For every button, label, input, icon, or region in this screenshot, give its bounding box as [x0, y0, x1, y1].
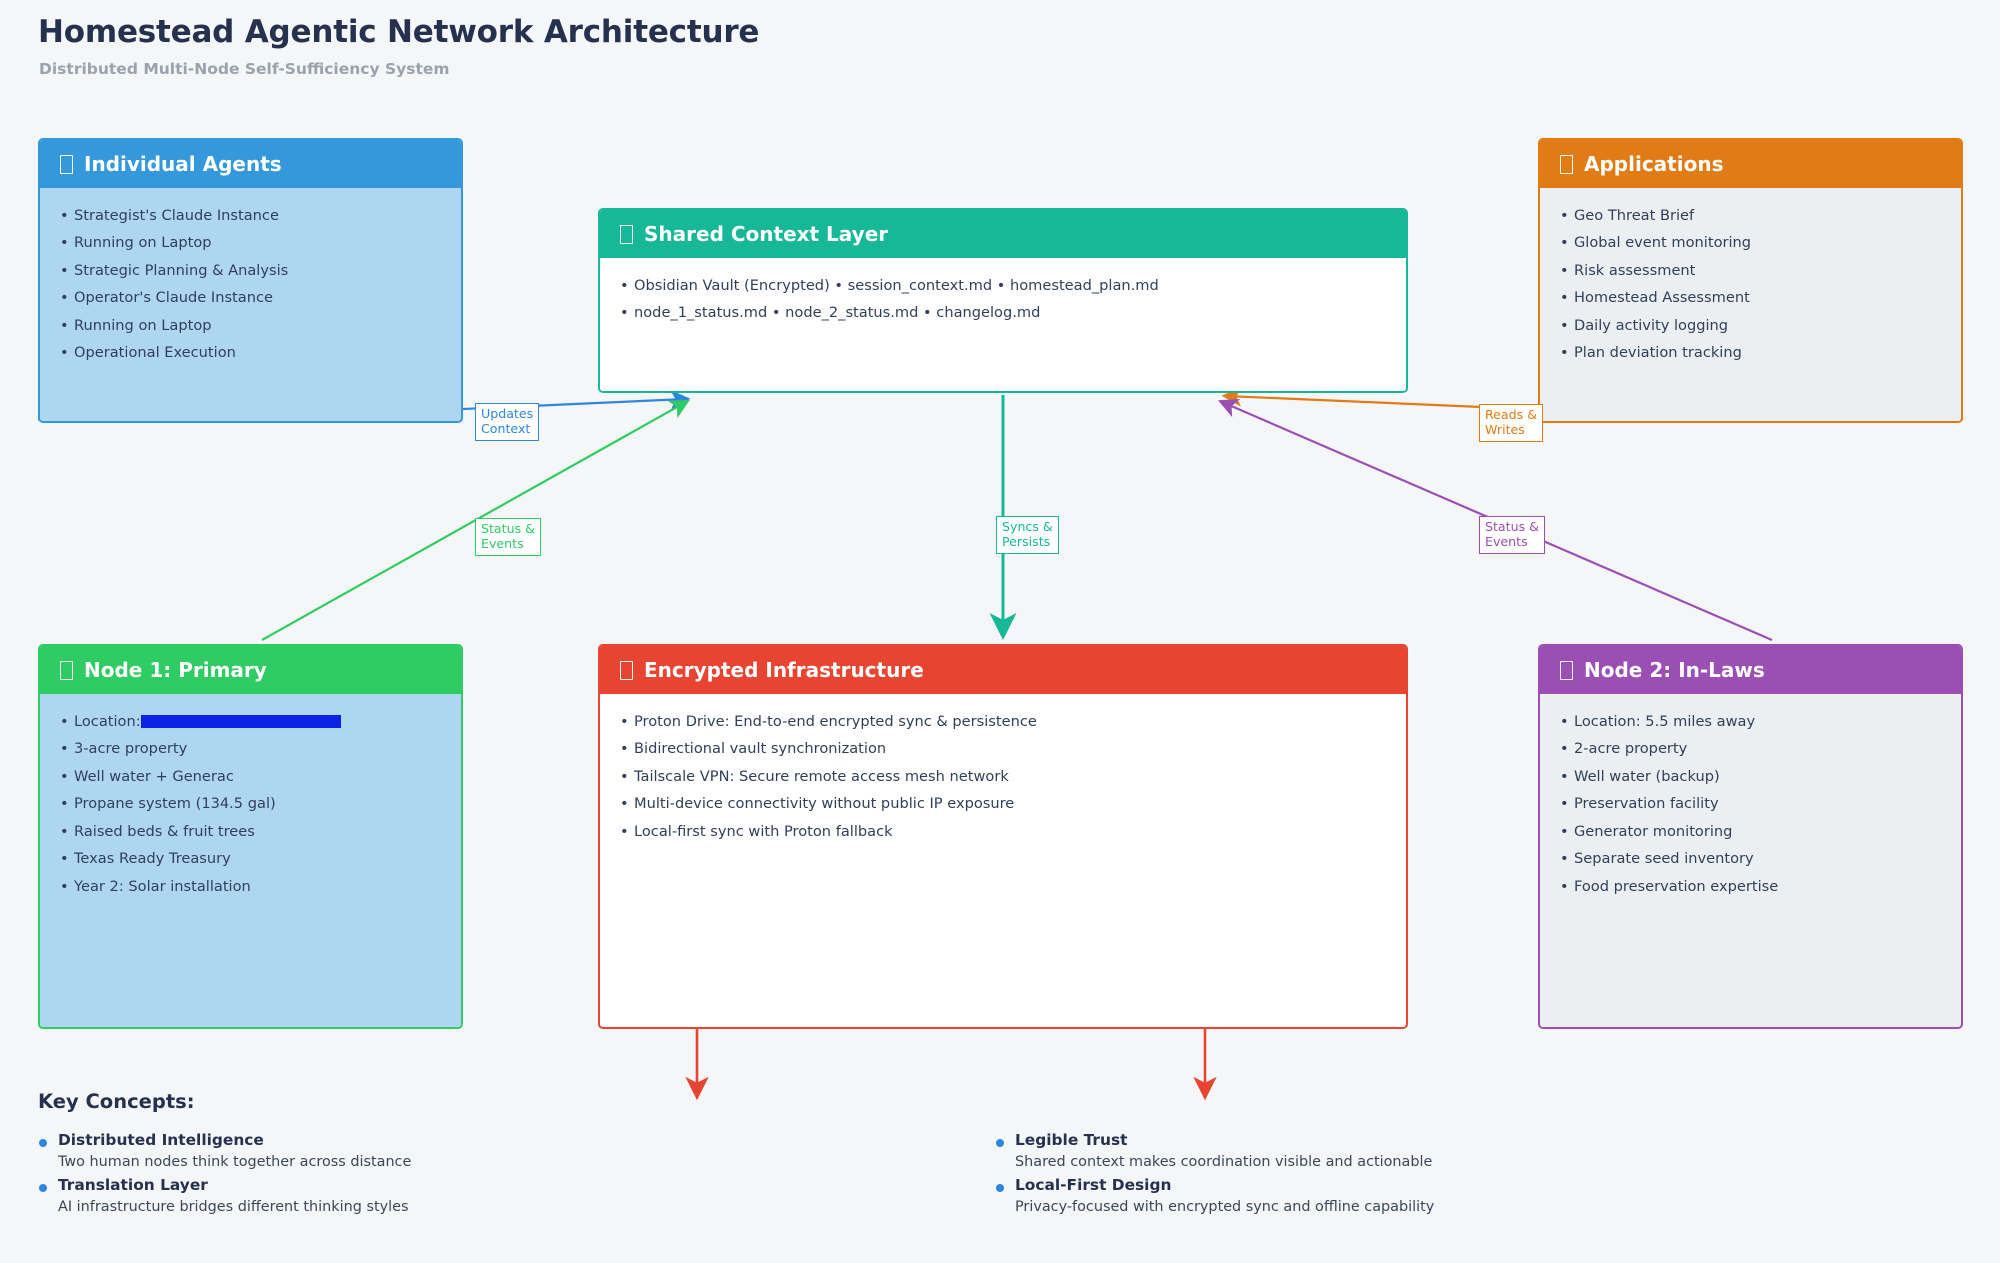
key-concept-item: Distributed Intelligence Two human nodes…	[38, 1130, 638, 1172]
key-concepts-title: Key Concepts:	[38, 1090, 195, 1113]
list-item: Tailscale VPN: Secure remote access mesh…	[620, 763, 1386, 791]
list-item: 3-acre property	[60, 736, 441, 764]
box-individual-agents-body: Strategist's Claude Instance Running on …	[40, 188, 461, 421]
box-encrypted-infrastructure[interactable]: Encrypted Infrastructure Proton Drive: E…	[598, 644, 1408, 1029]
list-item: node_1_status.md • node_2_status.md • ch…	[620, 300, 1386, 328]
box-encrypted-infrastructure-header: Encrypted Infrastructure	[600, 646, 1406, 694]
page-subtitle: Distributed Multi-Node Self-Sufficiency …	[39, 60, 450, 78]
list-item: Propane system (134.5 gal)	[60, 791, 441, 819]
edge-label-node1-status-events: Status & Events	[475, 518, 541, 557]
box-shared-context-layer[interactable]: Shared Context Layer Obsidian Vault (Enc…	[598, 208, 1408, 393]
box-node-1-primary-body: Location: 3-acre property Well water + G…	[40, 694, 461, 1027]
box-shared-context-layer-body: Obsidian Vault (Encrypted) • session_con…	[600, 258, 1406, 391]
key-concept-item: Legible Trust Shared context makes coord…	[995, 1130, 1595, 1172]
key-concepts-column-right: Legible Trust Shared context makes coord…	[995, 1130, 1595, 1221]
list-item: Year 2: Solar installation	[60, 874, 441, 902]
box-applications-title: Applications	[1584, 152, 1724, 176]
edge-node1-to-context	[261, 399, 690, 641]
list-item: Obsidian Vault (Encrypted) • session_con…	[620, 272, 1386, 300]
list-item: Food preservation expertise	[1560, 874, 1941, 902]
list-item: Preservation facility	[1560, 791, 1941, 819]
edge-label-syncs-persists: Syncs & Persists	[996, 516, 1059, 555]
missing-glyph-icon	[60, 660, 73, 680]
box-shared-context-layer-title: Shared Context Layer	[644, 222, 889, 246]
key-concept-desc: Privacy-focused with encrypted sync and …	[1015, 1199, 1435, 1216]
list-item: Generator monitoring	[1560, 818, 1941, 846]
list-item: Multi-device connectivity without public…	[620, 791, 1386, 819]
list-item: Well water + Generac	[60, 763, 441, 791]
key-concepts-column-left: Distributed Intelligence Two human nodes…	[38, 1130, 638, 1221]
box-node-2-in-laws-body: Location: 5.5 miles away 2-acre property…	[1540, 694, 1961, 1027]
list-item-location: Location:	[60, 708, 441, 736]
list-item: Strategist's Claude Instance	[60, 202, 441, 230]
page-title: Homestead Agentic Network Architecture	[38, 14, 760, 50]
list-item: Operator's Claude Instance	[60, 285, 441, 313]
box-node-1-primary-header: Node 1: Primary	[40, 646, 461, 694]
edge-label-reads-writes: Reads & Writes	[1479, 404, 1544, 443]
key-concept-name: Legible Trust	[995, 1130, 1595, 1152]
edge-label-updates-context: Updates Context	[475, 403, 540, 442]
list-item: Daily activity logging	[1560, 312, 1941, 340]
list-item: Global event monitoring	[1560, 230, 1941, 258]
key-concept-desc: Shared context makes coordination visibl…	[1015, 1153, 1433, 1170]
box-individual-agents-title: Individual Agents	[84, 152, 282, 176]
list-item: Raised beds & fruit trees	[60, 818, 441, 846]
missing-glyph-icon	[1560, 154, 1573, 174]
list-item: Homestead Assessment	[1560, 285, 1941, 313]
list-item: Local-first sync with Proton fallback	[620, 818, 1386, 846]
box-shared-context-layer-header: Shared Context Layer	[600, 210, 1406, 258]
box-applications[interactable]: Applications Geo Threat Brief Global eve…	[1538, 138, 1963, 423]
key-concept-name: Translation Layer	[38, 1175, 638, 1197]
list-item: 2-acre property	[1560, 736, 1941, 764]
list-item: Operational Execution	[60, 340, 441, 368]
key-concept-name: Distributed Intelligence	[38, 1130, 638, 1152]
key-concept-name: Local-First Design	[995, 1175, 1595, 1197]
box-individual-agents[interactable]: Individual Agents Strategist's Claude In…	[38, 138, 463, 423]
list-item: Proton Drive: End-to-end encrypted sync …	[620, 708, 1386, 736]
list-item: Texas Ready Treasury	[60, 846, 441, 874]
box-node-2-in-laws[interactable]: Node 2: In-Laws Location: 5.5 miles away…	[1538, 644, 1963, 1029]
list-item: Risk assessment	[1560, 257, 1941, 285]
key-concept-desc: AI infrastructure bridges different thin…	[58, 1199, 409, 1216]
missing-glyph-icon	[60, 154, 73, 174]
edge-label-node2-status-events: Status & Events	[1479, 516, 1545, 555]
box-individual-agents-header: Individual Agents	[40, 140, 461, 188]
list-item: Strategic Planning & Analysis	[60, 257, 441, 285]
location-label: Location:	[74, 712, 141, 730]
list-item: Running on Laptop	[60, 312, 441, 340]
box-node-1-primary-title: Node 1: Primary	[84, 658, 267, 682]
list-item: Well water (backup)	[1560, 763, 1941, 791]
list-item: Location: 5.5 miles away	[1560, 708, 1941, 736]
box-applications-body: Geo Threat Brief Global event monitoring…	[1540, 188, 1961, 421]
list-item: Separate seed inventory	[1560, 846, 1941, 874]
missing-glyph-icon	[620, 224, 633, 244]
redacted-location-bar	[140, 714, 341, 728]
list-item: Geo Threat Brief	[1560, 202, 1941, 230]
box-encrypted-infrastructure-title: Encrypted Infrastructure	[644, 658, 924, 682]
box-node-1-primary[interactable]: Node 1: Primary Location: 3-acre propert…	[38, 644, 463, 1029]
key-concept-item: Local-First Design Privacy-focused with …	[995, 1175, 1595, 1217]
missing-glyph-icon	[620, 660, 633, 680]
key-concept-item: Translation Layer AI infrastructure brid…	[38, 1175, 638, 1217]
list-item: Bidirectional vault synchronization	[620, 736, 1386, 764]
box-node-2-in-laws-title: Node 2: In-Laws	[1584, 658, 1765, 682]
list-item: Running on Laptop	[60, 230, 441, 258]
list-item: Plan deviation tracking	[1560, 340, 1941, 368]
box-encrypted-infrastructure-body: Proton Drive: End-to-end encrypted sync …	[600, 694, 1406, 1027]
box-applications-header: Applications	[1540, 140, 1961, 188]
missing-glyph-icon	[1560, 660, 1573, 680]
box-node-2-in-laws-header: Node 2: In-Laws	[1540, 646, 1961, 694]
key-concept-desc: Two human nodes think together across di…	[58, 1153, 412, 1170]
